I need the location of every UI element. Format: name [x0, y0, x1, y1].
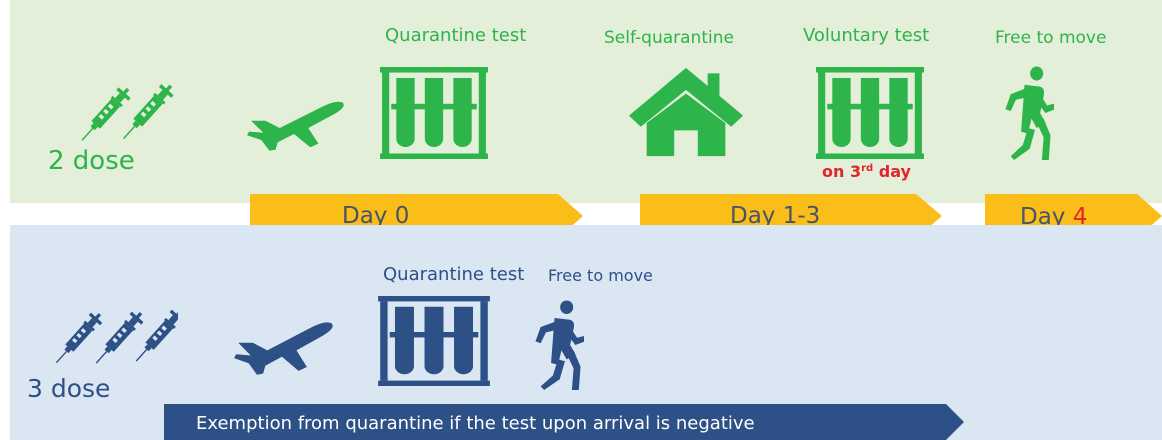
syringe-icon: [60, 52, 180, 148]
test-tubes-icon: [378, 67, 490, 159]
timeline-label-day-0: Day 0: [342, 203, 410, 229]
step-label-quarantine-test: Quarantine test: [385, 25, 527, 46]
step-label-free-to-move: Free to move: [548, 266, 653, 285]
airplane-icon: [232, 312, 336, 376]
running-person-icon: [1002, 66, 1054, 160]
test-tubes-icon: [814, 67, 926, 159]
step-label-voluntary-test: Voluntary test: [803, 25, 930, 46]
exemption-banner: [164, 404, 964, 440]
third-day-note: on 3rd day: [822, 162, 911, 181]
syringe-icon: [28, 270, 178, 366]
test-tubes-icon: [376, 296, 492, 386]
running-person-icon: [532, 300, 584, 390]
timeline-label-day-4: Day 4: [1020, 204, 1088, 230]
step-label-self-quarantine: Self-quarantine: [604, 28, 734, 48]
highlight-day-number: 4: [1072, 204, 1088, 230]
three-dose-label: 3 dose: [27, 374, 111, 403]
step-label-free-to-move: Free to move: [995, 28, 1107, 48]
two-dose-panel: [10, 0, 1162, 203]
step-label-quarantine-test: Quarantine test: [383, 264, 525, 285]
airplane-icon: [245, 92, 347, 152]
timeline-label-day-1-3: Day 1-3: [730, 203, 821, 229]
house-icon: [627, 66, 745, 158]
two-dose-label: 2 dose: [48, 146, 135, 176]
exemption-text: Exemption from quarantine if the test up…: [196, 413, 755, 434]
